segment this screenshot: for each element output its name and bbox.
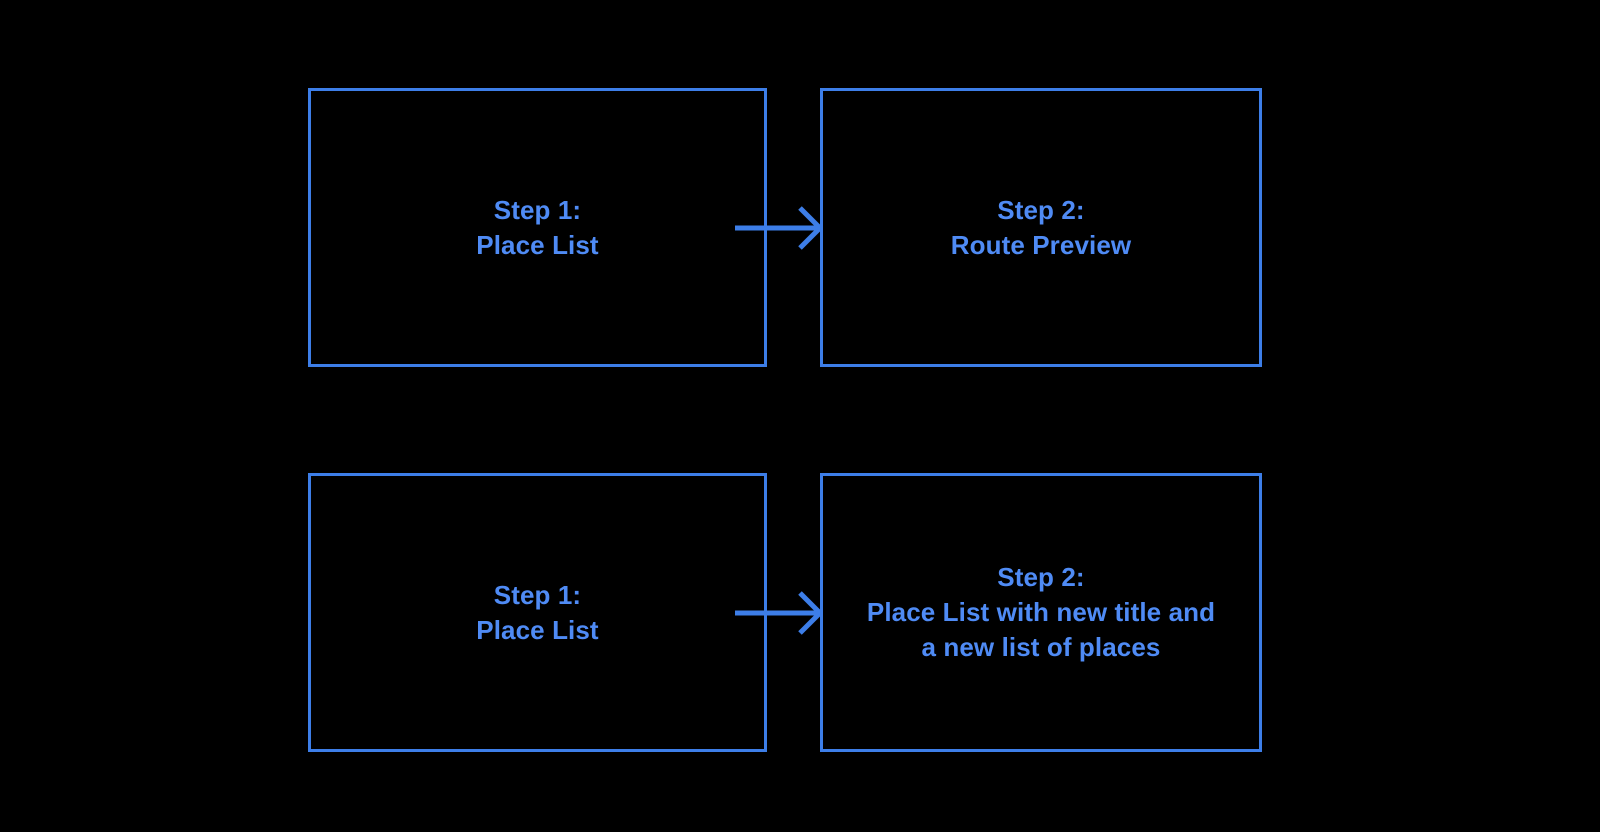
step-box-flow1-step1[interactable]: Step 1: Place List — [308, 88, 767, 367]
step-box-label: Step 1: Place List — [476, 194, 599, 260]
step-box-label: Step 2: Place List with new title and a … — [866, 562, 1216, 662]
flow-row-place-list-update: Step 1: Place List Step 2: Place List wi… — [0, 473, 1600, 753]
step-box-flow1-step2[interactable]: Step 2: Route Preview — [820, 88, 1262, 367]
step-box-flow2-step1[interactable]: Step 1: Place List — [308, 473, 767, 752]
step-box-label: Step 1: Place List — [476, 579, 599, 645]
flow-row-route-preview: Step 1: Place List Step 2: Route Preview — [0, 88, 1600, 368]
step-box-label: Step 2: Route Preview — [950, 194, 1132, 260]
step-box-flow2-step2[interactable]: Step 2: Place List with new title and a … — [820, 473, 1262, 752]
